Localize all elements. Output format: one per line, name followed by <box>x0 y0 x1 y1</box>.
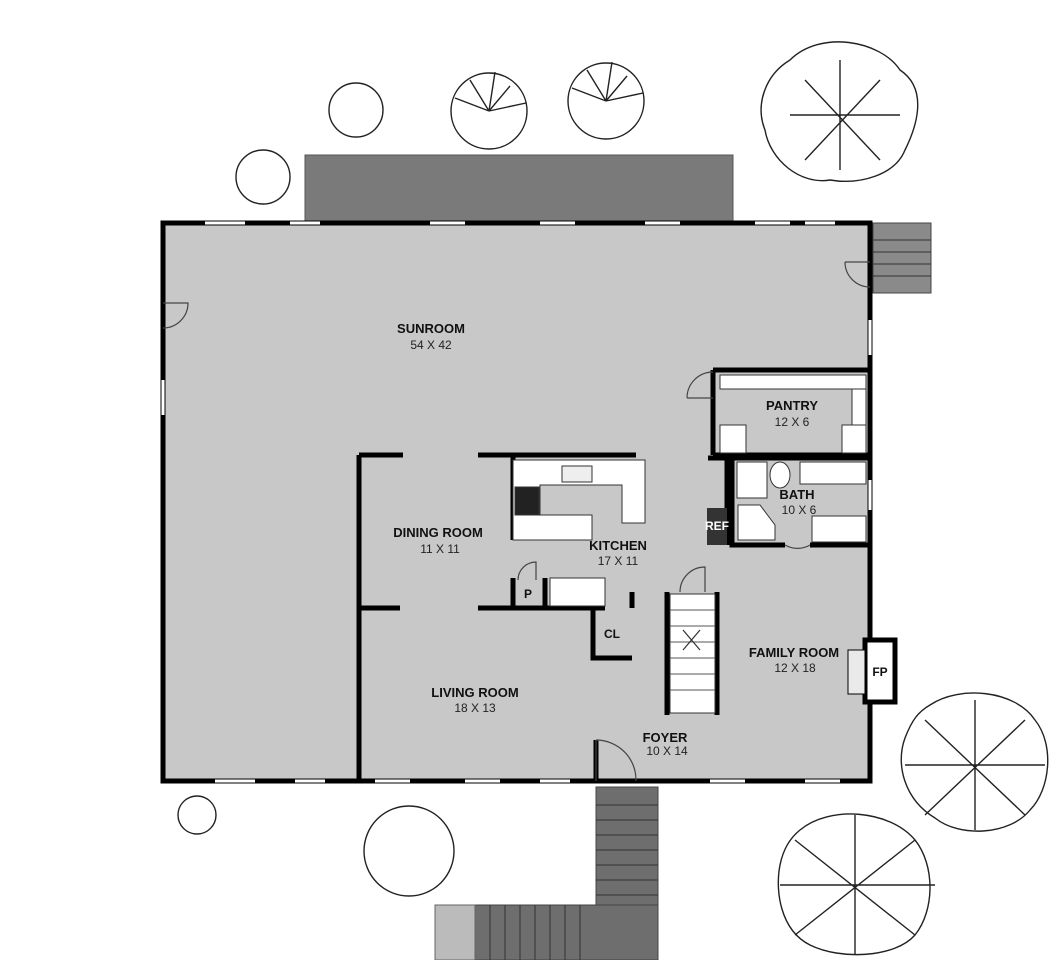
windows <box>161 221 872 783</box>
room-labels: SUNROOM 54 X 42 PANTRY 12 X 6 BATH 10 X … <box>393 321 887 758</box>
side-steps <box>872 222 932 294</box>
kitchen-label: KITCHEN <box>589 538 647 553</box>
fireplace-label: FP <box>872 665 887 679</box>
sunroom-label: SUNROOM <box>397 321 465 336</box>
kitchen-dims: 17 X 11 <box>598 554 639 568</box>
tree-top-2 <box>567 61 645 140</box>
bath-dims: 10 X 6 <box>782 503 817 517</box>
bath-label: BATH <box>779 487 814 502</box>
toilet-icon <box>769 461 791 489</box>
tree-top-1 <box>450 71 528 150</box>
living-dims: 18 X 13 <box>454 701 496 715</box>
tree-small-top <box>328 82 384 138</box>
tree-small-bottom <box>177 795 217 835</box>
coat-closet-label: CL <box>604 627 620 641</box>
pantry-label: PANTRY <box>766 398 818 413</box>
dining-dims: 11 X 11 <box>420 542 460 556</box>
tree-medium-bottom <box>363 805 455 897</box>
interior-stairs <box>669 593 716 714</box>
top-deck <box>304 154 734 224</box>
family-dims: 12 X 18 <box>774 661 816 675</box>
tree-small-left <box>235 149 291 205</box>
dining-label: DINING ROOM <box>393 525 483 540</box>
tree-large-right <box>900 692 1049 832</box>
ref-label: REF <box>705 519 729 533</box>
sink-icon <box>561 465 593 483</box>
foyer-dims: 10 X 14 <box>646 744 688 758</box>
kitchen-counters <box>512 459 646 607</box>
tree-large-bottomright <box>777 813 935 956</box>
refrigerator <box>707 508 727 545</box>
front-stairs <box>434 786 659 960</box>
pantry-shelves <box>719 374 867 454</box>
foyer-label: FOYER <box>643 730 688 745</box>
pantry-dims: 12 X 6 <box>775 415 810 429</box>
family-label: FAMILY ROOM <box>749 645 839 660</box>
bath-fixtures <box>736 461 867 543</box>
living-label: LIVING ROOM <box>431 685 518 700</box>
sunroom-dims: 54 X 42 <box>410 338 452 352</box>
exterior-walls <box>160 220 873 784</box>
fireplace <box>847 637 898 705</box>
trees <box>177 41 1049 956</box>
pantry-closet-label: P <box>524 587 532 601</box>
doors <box>162 261 871 782</box>
tree-large-topright <box>760 41 919 182</box>
